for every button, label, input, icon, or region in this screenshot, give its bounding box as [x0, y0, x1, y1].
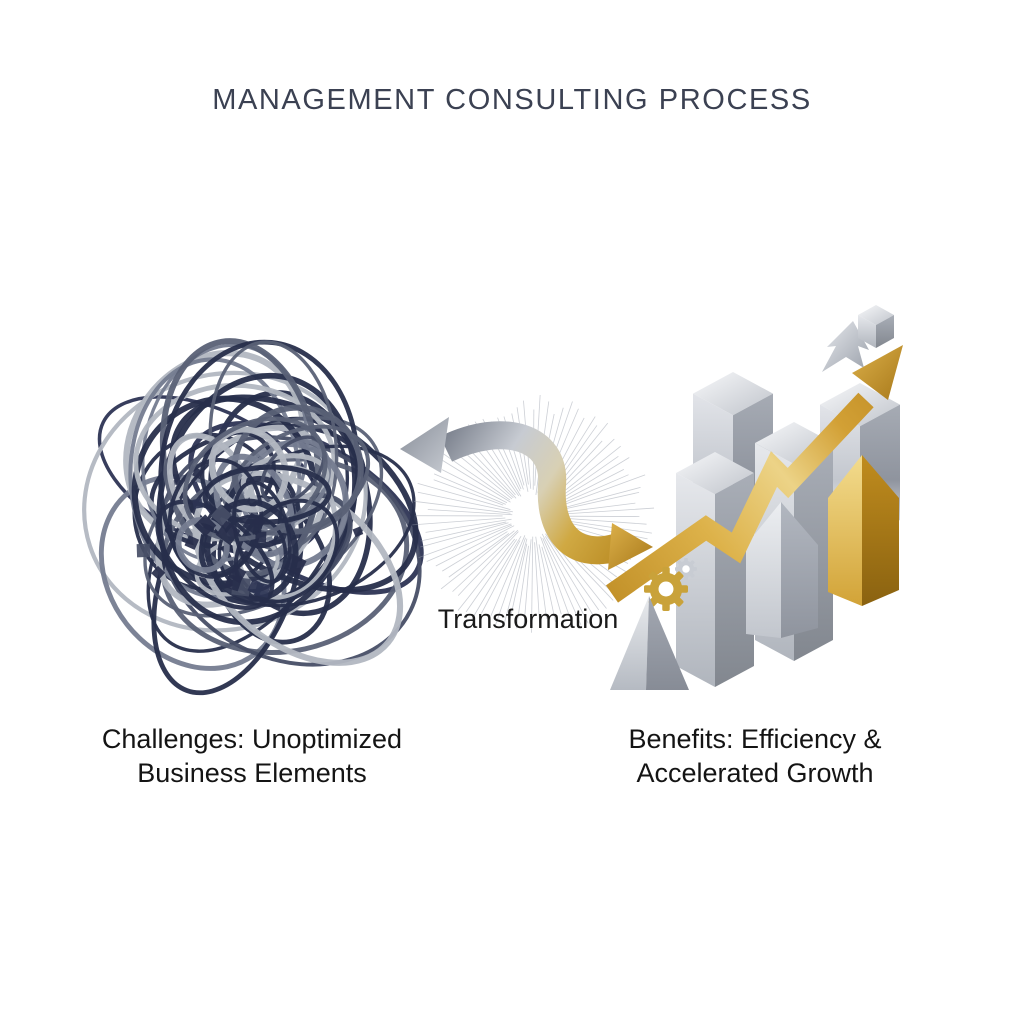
left-caption: Challenges: Unoptimized Business Element…: [102, 722, 402, 790]
transformation-label: Transformation: [437, 604, 619, 634]
right-caption-line1: Benefits: Efficiency &: [628, 724, 882, 754]
left-caption-line1: Challenges: Unoptimized: [101, 724, 403, 754]
arrowhead-right-icon: [608, 523, 653, 570]
right-caption-line2: Accelerated Growth: [636, 758, 874, 788]
pyramid-icon: [610, 596, 689, 690]
tangle-scribble: [82, 338, 424, 696]
gear-icon: [644, 567, 688, 611]
right-caption: Benefits: Efficiency & Accelerated Growt…: [628, 722, 881, 790]
cube-icon: [858, 305, 894, 348]
up-arrow-icon: [822, 321, 869, 372]
growth-chart-illustration: [605, 305, 903, 690]
pillar-arrow-gold: [828, 455, 899, 606]
page-title: MANAGEMENT CONSULTING PROCESS: [212, 84, 812, 116]
pillar-arrow-silver: [746, 502, 818, 638]
left-caption-line2: Business Elements: [137, 758, 367, 788]
growth-arrow: [605, 345, 903, 603]
transformation-arrow: [400, 417, 653, 570]
arrowhead-left-icon: [400, 417, 449, 473]
